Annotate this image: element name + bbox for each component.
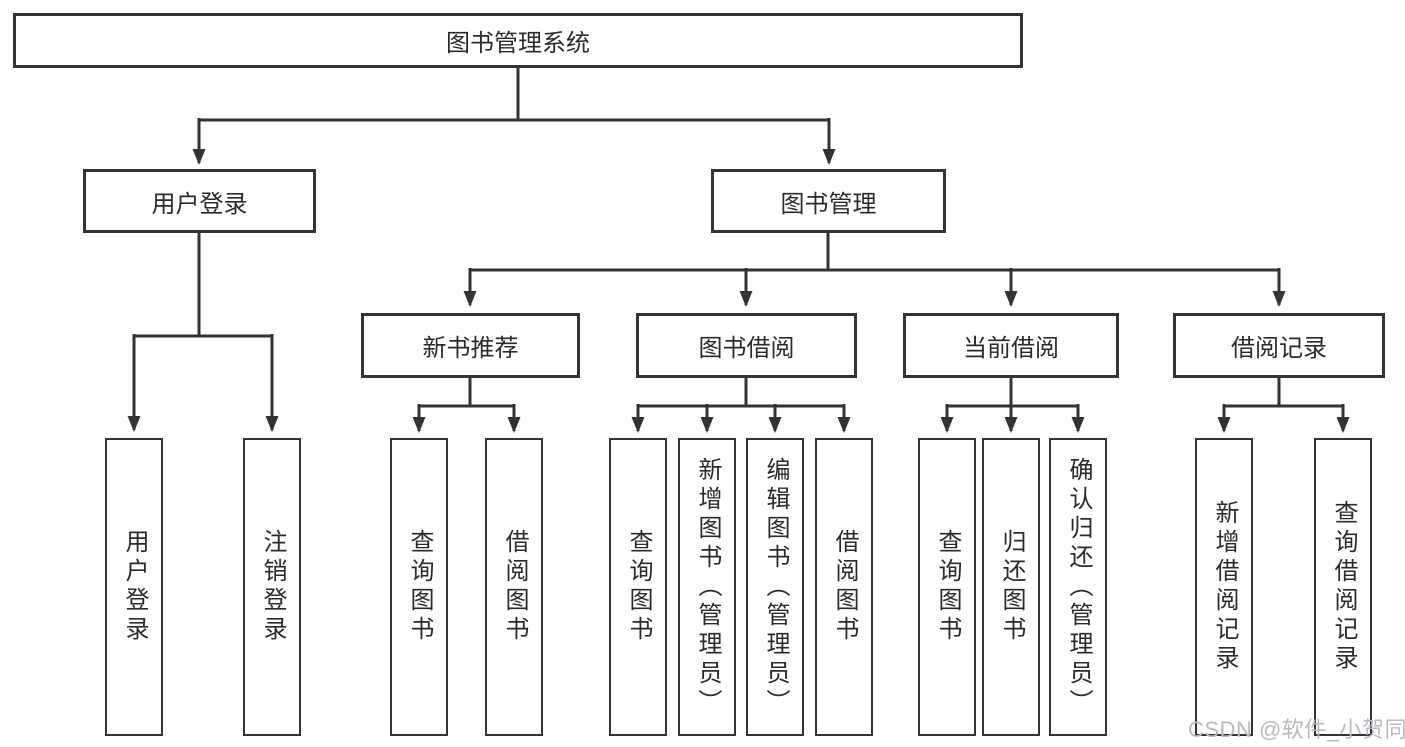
node-borrow-record: 借阅记录 xyxy=(1173,313,1385,378)
node-label: 用户登录 xyxy=(121,529,148,645)
node-label: 新增图书（管理员） xyxy=(694,456,721,718)
leaf-add-borrow-record: 新增借阅记录 xyxy=(1195,438,1253,736)
node-label: 新增借阅记录 xyxy=(1211,500,1238,674)
node-label: 图书借阅 xyxy=(698,335,795,362)
leaf-add-books-admin: 新增图书（管理员） xyxy=(678,438,736,736)
node-label: 归还图书 xyxy=(998,529,1025,645)
leaf-borrow-books-recommend: 借阅图书 xyxy=(485,438,543,736)
node-label: 新书推荐 xyxy=(422,335,519,362)
node-book-borrow: 图书借阅 xyxy=(636,313,857,378)
node-label: 借阅图书 xyxy=(831,529,858,645)
node-label: 用户登录 xyxy=(151,190,248,218)
node-label: 查询借阅记录 xyxy=(1330,500,1357,674)
leaf-return-books: 归还图书 xyxy=(982,438,1040,736)
node-current-borrow: 当前借阅 xyxy=(903,313,1119,378)
node-user-login: 用户登录 xyxy=(83,169,316,233)
node-label: 查询图书 xyxy=(625,529,652,645)
node-label: 查询图书 xyxy=(934,529,961,645)
node-book-management: 图书管理 xyxy=(711,169,946,233)
leaf-logout: 注销登录 xyxy=(243,438,301,736)
leaf-borrow-books: 借阅图书 xyxy=(815,438,873,736)
node-label: 编辑图书（管理员） xyxy=(762,456,789,718)
node-label: 借阅图书 xyxy=(501,529,528,645)
node-label: 确认归还（管理员） xyxy=(1065,456,1092,718)
leaf-query-books-recommend: 查询图书 xyxy=(390,438,448,736)
node-label: 借阅记录 xyxy=(1231,335,1327,362)
leaf-edit-books-admin: 编辑图书（管理员） xyxy=(746,438,804,736)
leaf-confirm-return-admin: 确认归还（管理员） xyxy=(1049,438,1107,736)
node-label: 图书管理 xyxy=(780,190,877,218)
leaf-query-books-borrow: 查询图书 xyxy=(609,438,667,736)
node-label: 注销登录 xyxy=(259,529,286,645)
node-label: 查询图书 xyxy=(406,529,433,645)
node-new-book-recommend: 新书推荐 xyxy=(361,313,580,378)
leaf-query-books-current: 查询图书 xyxy=(918,438,976,736)
node-label: 图书管理系统 xyxy=(446,30,590,57)
leaf-query-borrow-record: 查询借阅记录 xyxy=(1314,438,1372,736)
leaf-user-login: 用户登录 xyxy=(105,438,163,736)
node-root-library-system: 图书管理系统 xyxy=(13,13,1023,68)
node-label: 当前借阅 xyxy=(963,335,1059,362)
csdn-watermark: CSDN @软件_小贺同学 xyxy=(1188,717,1405,742)
